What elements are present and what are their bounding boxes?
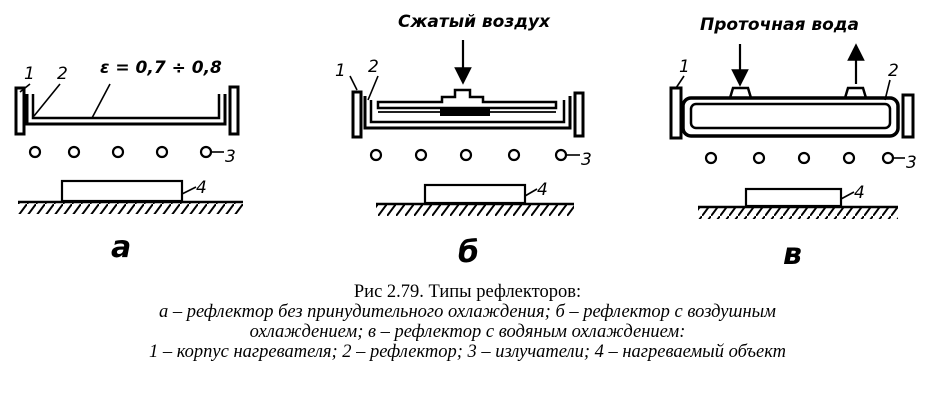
label-flowing-water: Проточная вода — [700, 15, 859, 35]
label-part4-a: 4 — [196, 178, 207, 198]
label-part3-c: 3 — [906, 153, 917, 173]
emitters-a — [28, 145, 213, 159]
panel-c: Проточная вода 1 2 3 4 в — [669, 15, 917, 272]
label-part4-b: 4 — [537, 180, 548, 200]
housing-wall-right — [228, 85, 240, 136]
water-inlet — [728, 86, 753, 99]
ground-a — [18, 203, 243, 214]
figure-caption: Рис 2.79. Типы рефлекторов: а – рефлекто… — [0, 282, 935, 362]
ground-b — [376, 205, 574, 216]
heated-object-a — [60, 179, 184, 203]
air-nozzle — [376, 88, 558, 110]
housing-wall-left-c — [669, 86, 683, 140]
caption-line-2: охлаждением; в – рефлектор с водяным охл… — [249, 322, 686, 342]
housing-wall-left-b — [351, 90, 363, 139]
reflector-c — [681, 96, 900, 138]
ground-c — [698, 208, 898, 219]
reflector-b — [363, 96, 572, 130]
reflector-a — [25, 94, 227, 126]
label-part1-a: 1 — [24, 64, 35, 84]
caption-title: Рис 2.79. Типы рефлекторов: — [353, 282, 582, 302]
housing-wall-left — [14, 86, 26, 136]
housing-wall-right-c — [901, 93, 915, 139]
label-emissivity: ε = 0,7 ÷ 0,8 — [100, 58, 222, 78]
emitters-b — [369, 148, 568, 162]
heated-object-c — [744, 187, 843, 208]
label-part2-a: 2 — [57, 64, 68, 84]
label-part4-c: 4 — [854, 183, 865, 203]
sublabel-a: а — [111, 230, 131, 265]
label-part3-a: 3 — [225, 147, 236, 167]
label-part2-c: 2 — [888, 61, 899, 81]
label-part3-b: 3 — [581, 150, 592, 170]
sublabel-c: в — [783, 237, 802, 272]
label-part1-b: 1 — [335, 61, 346, 81]
water-outlet — [843, 86, 868, 99]
emitters-c — [704, 151, 895, 165]
label-compressed-air: Сжатый воздух — [398, 12, 551, 32]
housing-wall-right-b — [573, 91, 585, 138]
caption-line-1: а – рефлектор без принудительного охлажд… — [159, 302, 776, 322]
label-part2-b: 2 — [368, 57, 379, 77]
heated-object-b — [423, 183, 527, 205]
panel-b: Сжатый воздух 1 2 3 4 б — [335, 12, 592, 270]
panel-a: 1 2 ε = 0,7 ÷ 0,8 3 4 а — [14, 58, 243, 265]
sublabel-b: б — [458, 235, 479, 270]
caption-line-3: 1 – корпус нагревателя; 2 – рефлектор; 3… — [148, 342, 787, 362]
label-part1-c: 1 — [679, 57, 690, 77]
